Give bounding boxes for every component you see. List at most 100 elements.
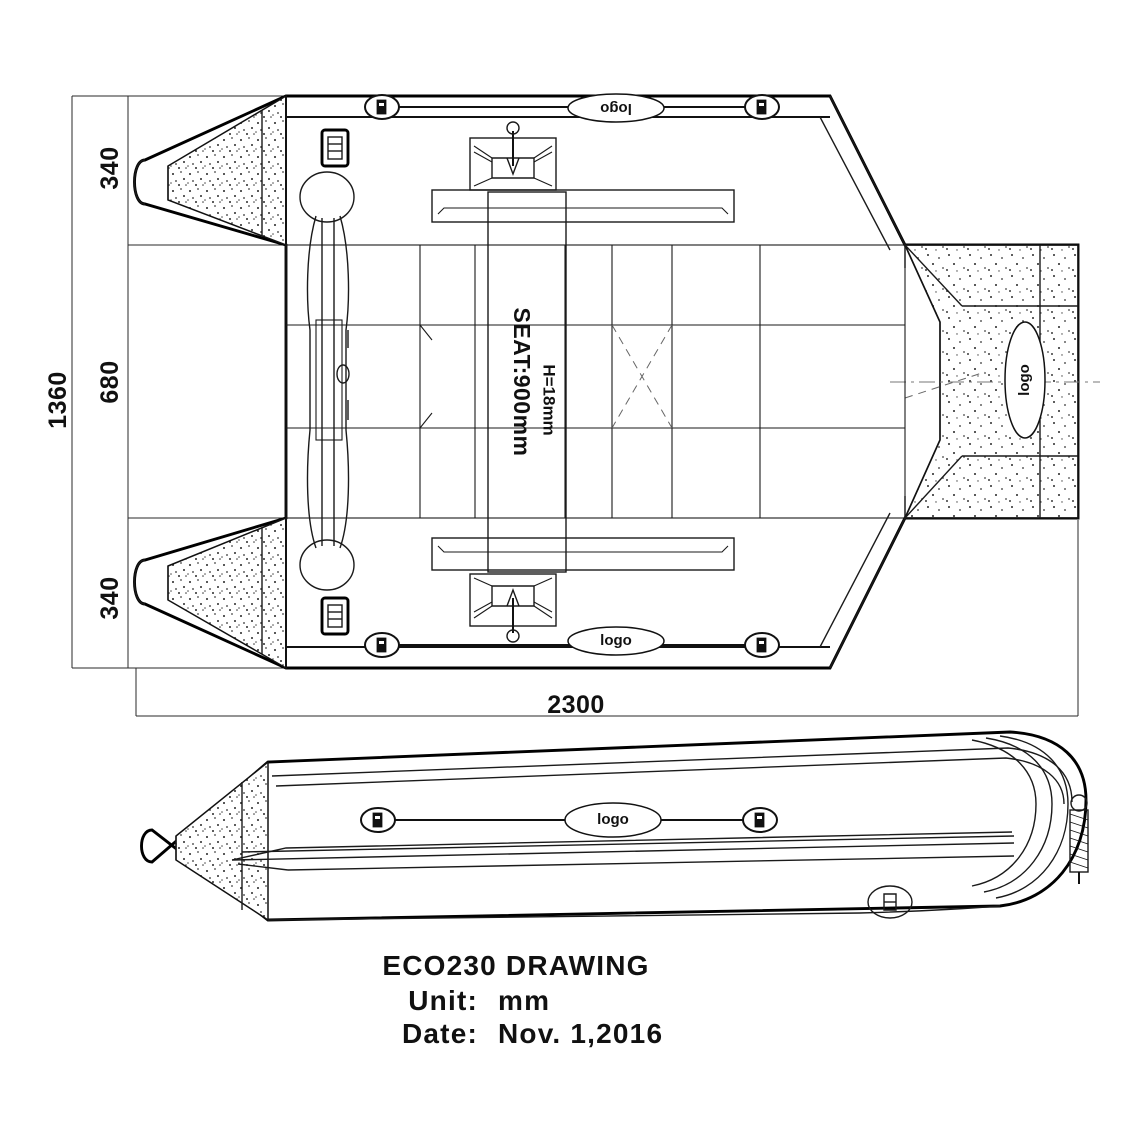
dimension-overall-width: 1360: [44, 371, 72, 429]
seat-panel: [487, 191, 567, 573]
d-ring-side-right-tab: [754, 812, 765, 828]
logo-oval-transom: [1004, 321, 1046, 439]
dimension-framework: [71, 95, 1079, 717]
d-ring-lower-left: [364, 632, 400, 658]
deck-panel-grid: [285, 244, 906, 519]
floor-stringer-taper: [231, 831, 1013, 861]
oar-blade-upper: [299, 171, 355, 223]
oar-grip-sleeve: [315, 319, 343, 441]
floor-stringer-2: [241, 835, 1015, 853]
thwart-upper-rail: [431, 189, 735, 223]
bow-nose-cap-lower: [133, 559, 146, 605]
deck-tick-1: [419, 324, 433, 341]
valve-upper-core: [327, 136, 343, 160]
oar-clip: [336, 364, 350, 384]
hull-bottom-side: [267, 905, 1001, 921]
unit-value: mm: [498, 985, 550, 1016]
d-ring-upper-left-tab: [376, 99, 387, 115]
top-view: logo: [133, 93, 1100, 670]
drawing-title: ECO230 DRAWING: [382, 950, 649, 981]
logo-oval-top: [567, 93, 665, 123]
thwart-lower-rail: [431, 537, 735, 571]
valve-upper-body: [320, 128, 350, 168]
dimension-inner-beam: 680: [96, 360, 124, 403]
stern-coil-eye: [1070, 794, 1088, 812]
oarlock-upper-pin-tip: [506, 157, 520, 176]
oarlock-lower-ring: [506, 629, 520, 643]
seat-assembly: SEAT:900mm H=18mm: [487, 191, 567, 573]
transom-corner-lower: [904, 455, 963, 519]
floor-stringer-1: [231, 842, 1015, 861]
thwart-upper: [431, 189, 735, 223]
stern-taper-inner-lower: [819, 512, 891, 648]
date-label: Date:: [402, 1018, 478, 1049]
valve-lower-core: [327, 604, 343, 628]
deck-cross-b: [611, 324, 673, 429]
seat-thickness-label: H=18mm: [540, 364, 559, 435]
d-ring-side-left-tab: [372, 812, 383, 828]
grab-line-side: logo: [360, 802, 778, 838]
d-ring-upper-right-tab: [756, 99, 767, 115]
d-ring-lower-left-slot: [379, 641, 384, 644]
logo-transom: logo: [1004, 321, 1046, 439]
dimension-stern-tube: 340: [96, 576, 124, 619]
side-view: logo: [140, 730, 1089, 922]
floor-stringer-4: [237, 863, 289, 871]
oarlock-lower: [469, 573, 557, 643]
logo-bottom-label: logo: [600, 632, 632, 649]
d-ring-upper-left: [364, 94, 400, 120]
stern-tail-line-1: [995, 735, 1069, 899]
logo-side-label: logo: [597, 811, 629, 828]
date-value: Nov. 1,2016: [498, 1018, 663, 1049]
thwart-lower-inner: [437, 545, 729, 553]
unit-label: Unit:: [408, 985, 478, 1016]
d-ring-lower-left-tab: [376, 637, 387, 653]
tube-seam-side-top: [271, 747, 1073, 803]
title-block: ECO230 DRAWING Unit: mm Date: Nov. 1,201…: [382, 950, 663, 1049]
drain-plug-side: [867, 885, 913, 919]
oarlock-upper: [469, 121, 557, 191]
valve-lower: [320, 596, 350, 636]
stern-coil-spring: [1069, 794, 1089, 884]
stowed-oars: [299, 171, 355, 591]
logo-oval-side: [564, 802, 662, 838]
d-ring-side-right: [742, 807, 778, 833]
valve-upper: [320, 128, 350, 168]
deck-tick-2: [419, 412, 433, 429]
logo-bottom-tube: logo: [567, 626, 665, 656]
logo-side-view: logo: [564, 802, 662, 838]
thwart-upper-inner: [437, 207, 729, 215]
deck-outline: [285, 244, 906, 519]
bow-nose-cap-upper: [133, 159, 146, 205]
oar-blade-lower: [299, 539, 355, 591]
drain-plug-boss: [867, 885, 913, 919]
oarlock-lower-pin-tip: [506, 588, 520, 607]
d-ring-lower-right-tab: [756, 637, 767, 653]
hull-outline-side: [140, 730, 1088, 922]
transom-corner-upper: [904, 244, 963, 307]
stern-tail-line-3: [971, 739, 1037, 887]
oarlock-upper-ring: [506, 121, 520, 135]
thwart-lower: [431, 537, 735, 571]
logo-oval-bottom: [567, 626, 665, 656]
oarlock-lower-arms: [473, 577, 553, 619]
oar-shaft-right-outer: [339, 215, 350, 549]
grab-line-lower: logo: [364, 626, 780, 658]
d-ring-lower-right-slot: [759, 641, 764, 644]
tube-seam-side-top2: [275, 757, 1065, 805]
drain-plug-body: [883, 893, 897, 911]
d-ring-upper-left-slot: [379, 103, 384, 106]
d-ring-lower-right: [744, 632, 780, 658]
dimension-bow-tube: 340: [96, 146, 124, 189]
stern-coil-turns: [1069, 813, 1089, 869]
seat-label: SEAT:900mm: [509, 307, 535, 456]
logo-top-tube: logo: [567, 93, 665, 123]
d-ring-upper-right-slot: [759, 103, 764, 106]
d-ring-side-left: [360, 807, 396, 833]
grab-line-upper: logo: [364, 93, 780, 123]
transom-hidden-line: [904, 371, 986, 399]
floor-stringer-3: [287, 855, 1015, 871]
oarlock-upper-arms: [473, 145, 553, 187]
